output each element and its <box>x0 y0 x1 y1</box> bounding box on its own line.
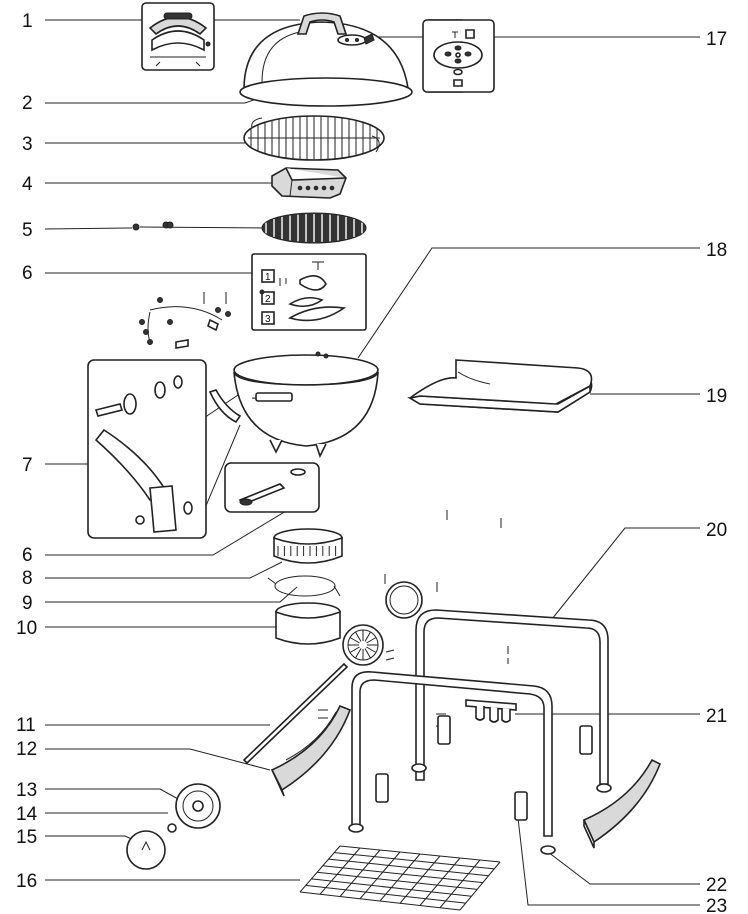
leader-lines <box>44 19 700 906</box>
detail-tag-1: 1 <box>265 272 271 283</box>
detail-box-leg-assembly <box>87 359 207 539</box>
leg-bracket-left <box>270 704 352 797</box>
callout-13: 13 <box>16 780 37 801</box>
callout-17: 17 <box>706 29 727 50</box>
callout-15: 15 <box>16 827 37 848</box>
damper-detail-parts <box>422 19 495 93</box>
cooking-grate <box>243 115 385 161</box>
callout-4: 4 <box>22 174 33 195</box>
bottom-wire-rack <box>299 845 501 911</box>
detail-box-ash-tool <box>224 462 320 513</box>
callout-1: 1 <box>22 11 33 32</box>
callout-6b: 6 <box>22 545 33 566</box>
detail-box-lid-handle <box>141 2 215 71</box>
leg-frame-back <box>411 609 612 793</box>
charcoal-grate <box>132 212 367 244</box>
ash-wire-ring <box>267 575 341 597</box>
callout-20: 20 <box>706 520 727 541</box>
grill-bowl <box>208 351 379 459</box>
callout-21: 21 <box>706 706 727 727</box>
callout-18: 18 <box>706 240 727 261</box>
callout-6a: 6 <box>22 263 33 284</box>
detail-tag-3: 3 <box>265 314 271 325</box>
leg-sockets <box>375 715 593 821</box>
ash-pan <box>275 602 341 645</box>
detail-tag-2: 2 <box>265 294 271 305</box>
callout-14: 14 <box>16 804 38 825</box>
callout-8: 8 <box>22 568 33 589</box>
callout-11: 11 <box>16 715 36 736</box>
handle-bracket-hardware <box>139 292 231 349</box>
charcoal-basket <box>271 167 347 199</box>
leg-bracket-right <box>582 758 662 849</box>
wheel-and-caps <box>126 581 423 870</box>
callout-16: 16 <box>16 871 37 892</box>
callout-3: 3 <box>22 134 33 155</box>
charcoal-ring <box>273 528 343 564</box>
callout-10: 10 <box>16 618 37 639</box>
callout-numbers: 1 2 3 4 5 6 7 6 8 9 10 11 12 13 14 15 16… <box>16 11 727 914</box>
callout-22: 22 <box>706 875 727 896</box>
leg-frame-front <box>348 671 556 855</box>
grill-lid <box>239 12 413 107</box>
callout-5: 5 <box>22 220 33 241</box>
callout-9: 9 <box>22 593 33 614</box>
side-table <box>407 359 593 413</box>
callout-7: 7 <box>22 455 33 476</box>
callout-23: 23 <box>706 896 727 914</box>
callout-12: 12 <box>16 739 37 760</box>
tool-hook-bracket <box>465 699 517 723</box>
detail-box-hardware: 1 2 3 <box>251 253 367 331</box>
axle-rod <box>242 662 349 765</box>
callout-19: 19 <box>706 386 727 407</box>
screws <box>318 510 509 727</box>
callout-2: 2 <box>22 93 33 114</box>
